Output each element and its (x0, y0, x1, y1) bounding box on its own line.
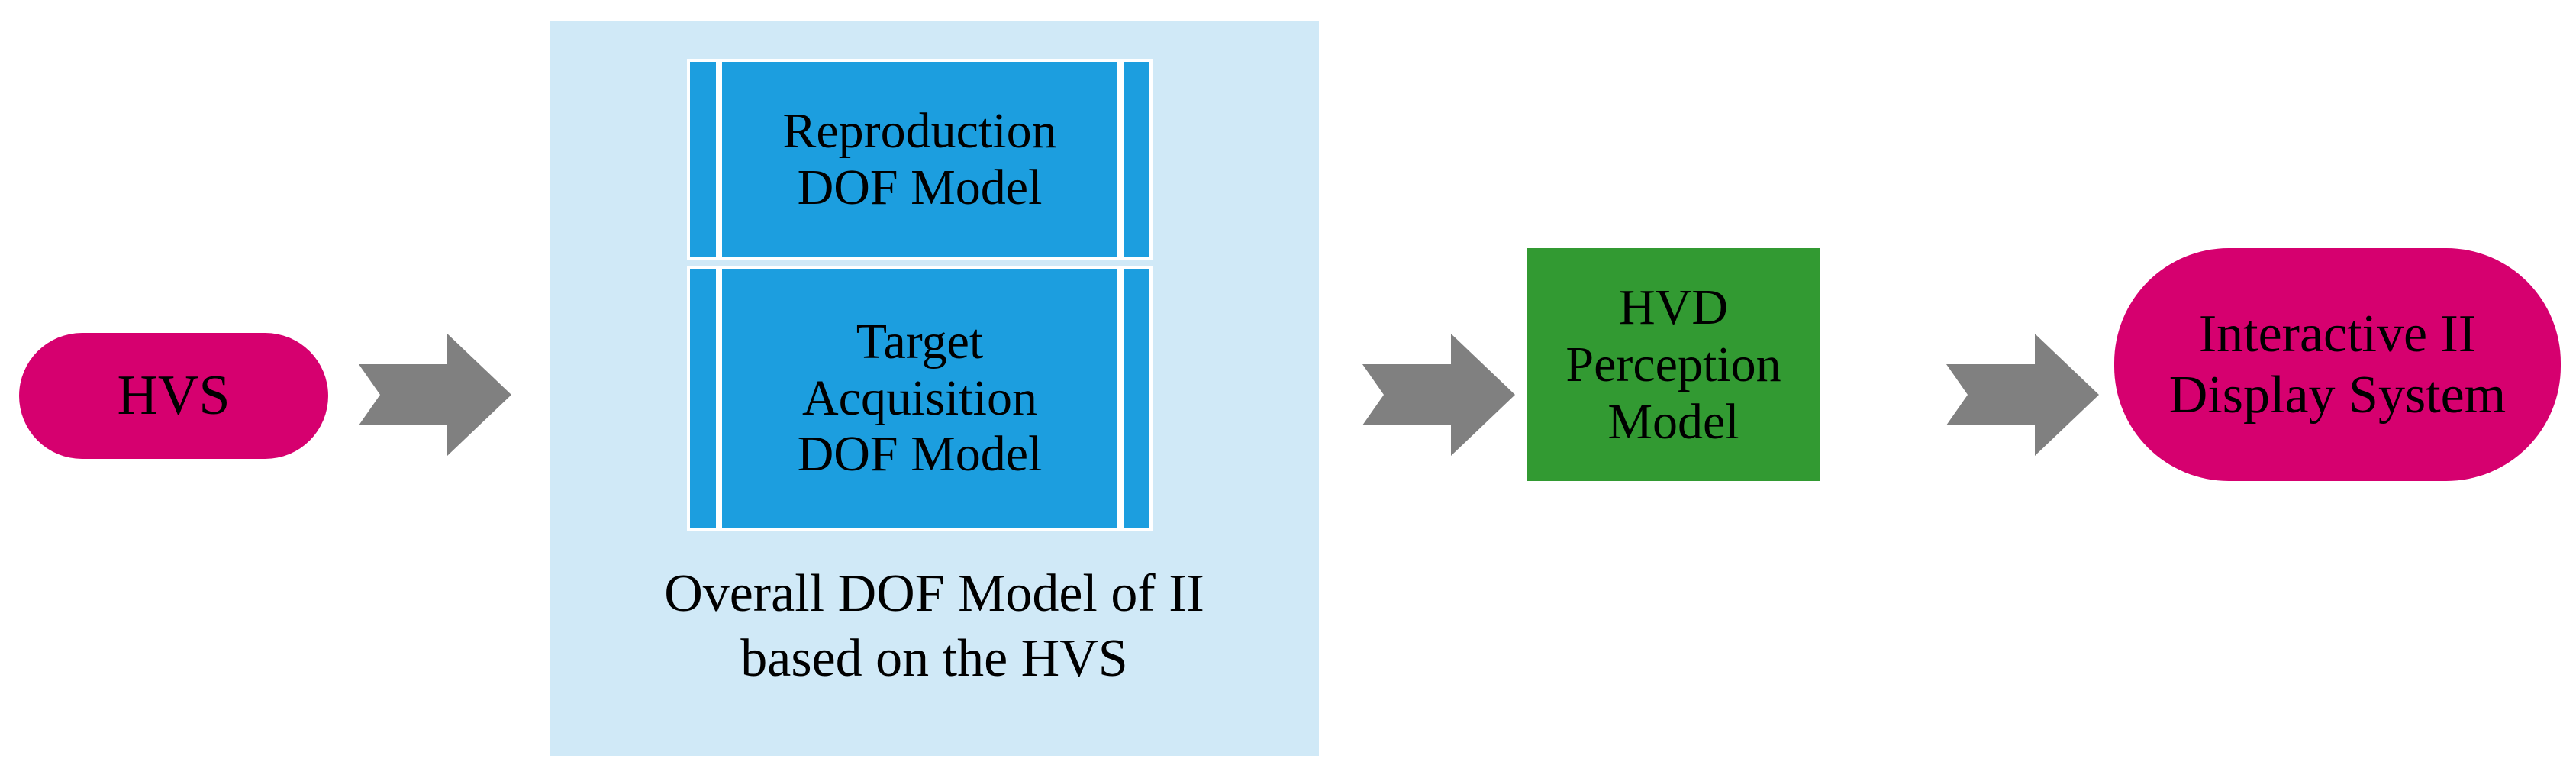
target-acquisition-dof-model-body: Target Acquisition DOF Model (722, 269, 1117, 528)
reproduction-dof-model-line2: DOF Model (797, 159, 1043, 215)
node-target-acquisition-dof-model[interactable]: Target Acquisition DOF Model (687, 266, 1153, 531)
node-hvs-label: HVS (117, 364, 231, 428)
target-acquisition-dof-model-line2: Acquisition (802, 370, 1037, 426)
chevron-arrow-right-icon-overall-to-hvd (1362, 334, 1515, 456)
node-hvs[interactable]: HVS (19, 333, 328, 459)
node-interactive-ii-display-system[interactable]: Interactive II Display System (2114, 248, 2561, 481)
chevron-arrow-right-icon-hvd-to-display (1946, 334, 2099, 456)
interactive-display-line1: Interactive II (2198, 304, 2477, 363)
left-gap (716, 269, 722, 528)
target-acquisition-dof-model-line3: DOF Model (797, 426, 1043, 483)
left-gap (716, 62, 722, 257)
interactive-display-line2: Display System (2168, 365, 2507, 425)
overall-dof-panel-caption: Overall DOF Model of II based on the HVS (550, 561, 1319, 692)
reproduction-dof-model-body: Reproduction DOF Model (722, 62, 1117, 257)
left-strip (690, 269, 716, 528)
right-strip (1124, 62, 1149, 257)
hvd-perception-model-line2: Perception (1565, 336, 1781, 392)
hvd-perception-model-line1: HVD (1619, 279, 1728, 335)
right-gap (1117, 269, 1124, 528)
right-strip (1124, 269, 1149, 528)
node-reproduction-dof-model[interactable]: Reproduction DOF Model (687, 59, 1153, 260)
node-hvd-perception-model[interactable]: HVD Perception Model (1527, 248, 1820, 481)
overall-dof-panel-caption-line1: Overall DOF Model of II (664, 564, 1204, 623)
hvd-perception-model-line3: Model (1607, 394, 1739, 450)
right-gap (1117, 62, 1124, 257)
chevron-arrow-right-icon-hvs-to-overall (359, 334, 511, 456)
target-acquisition-dof-model-line1: Target (856, 313, 984, 370)
reproduction-dof-model-line1: Reproduction (782, 102, 1057, 159)
left-strip (690, 62, 716, 257)
overall-dof-panel-caption-line2: based on the HVS (740, 629, 1128, 689)
